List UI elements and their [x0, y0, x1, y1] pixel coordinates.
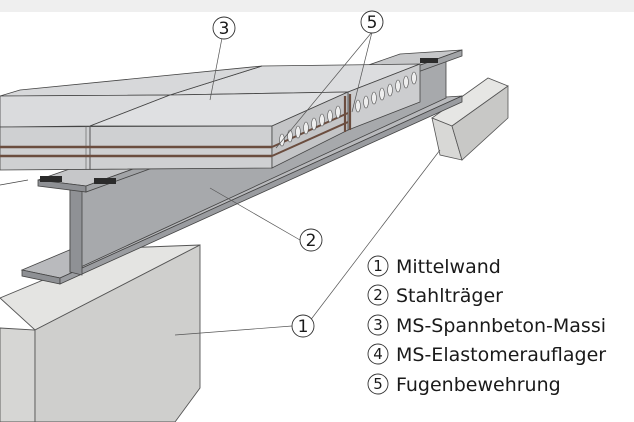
svg-text:Stahlträger: Stahlträger: [396, 285, 503, 307]
svg-text:5: 5: [373, 375, 383, 393]
leader-lines: [174, 31, 441, 336]
tendon: [271, 121, 349, 157]
hollow-core-slabs: [0, 63, 421, 171]
svg-text:MS-Spannbeton-Massi: MS-Spannbeton-Massi: [396, 315, 606, 337]
legend-item: 3 MS-Spannbeton-Massi: [367, 314, 606, 337]
top-band: [0, 0, 634, 12]
svg-text:4: 4: [373, 345, 383, 363]
svg-text:Fugenbewehrung: Fugenbewehrung: [396, 374, 561, 396]
legend-item: 5 Fugenbewehrung: [367, 373, 561, 396]
svg-text:Mittelwand: Mittelwand: [396, 256, 501, 278]
legend: 1 Mittelwand 2 Stahlträger 3 MS-Spannbet…: [367, 255, 606, 396]
svg-text:3: 3: [219, 19, 230, 39]
svg-text:1: 1: [298, 317, 309, 337]
elastomer-pad: [420, 58, 438, 63]
far-wall: [431, 77, 509, 161]
callout-2: 2: [299, 228, 323, 252]
elastomer-pad: [40, 176, 62, 182]
tendon: [271, 112, 349, 148]
svg-text:MS-Elastomerauflager: MS-Elastomerauflager: [396, 344, 606, 366]
elastomer-pad: [94, 178, 116, 184]
legend-item: 1 Mittelwand: [367, 255, 501, 278]
middle-wall: [0, 244, 201, 422]
svg-text:2: 2: [306, 231, 317, 251]
legend-item: 4 MS-Elastomerauflager: [367, 343, 606, 366]
svg-text:3: 3: [373, 316, 383, 334]
callout-1: 1: [291, 314, 315, 338]
callout-3: 3: [212, 16, 236, 40]
legend-item: 2 Stahlträger: [367, 284, 503, 307]
svg-text:2: 2: [373, 286, 383, 304]
callout-5: 5: [360, 10, 384, 34]
edge-tick: [0, 179, 29, 186]
svg-text:1: 1: [373, 257, 383, 275]
svg-text:5: 5: [367, 13, 378, 33]
